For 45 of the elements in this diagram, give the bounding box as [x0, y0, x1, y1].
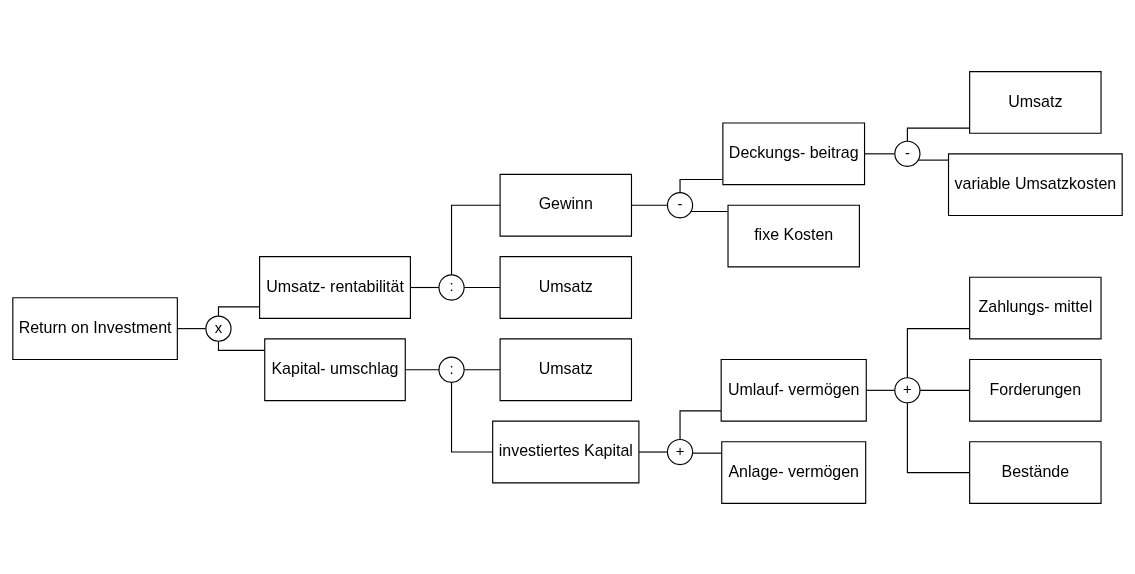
connector: [692, 452, 722, 454]
connector: [865, 389, 896, 391]
node-box: Forderungen: [969, 358, 1102, 422]
connector: [217, 340, 266, 351]
connector: [906, 127, 971, 142]
connector: [906, 327, 971, 378]
connector: [463, 286, 501, 288]
node-circle: x: [205, 315, 232, 342]
node-box: investiertes Kapital: [492, 420, 640, 483]
node-circle: -: [666, 191, 694, 218]
connector: [906, 402, 971, 473]
node-box: Umsatz: [499, 337, 633, 401]
connector: [679, 409, 722, 440]
node-box: Umsatz- rentabilität: [259, 255, 411, 319]
node-circle: :: [438, 356, 465, 383]
connector: [679, 178, 724, 193]
connector: [404, 368, 440, 370]
connector: [450, 204, 501, 275]
connector: [919, 389, 971, 391]
connector: [638, 450, 668, 453]
node-box: Bestände: [969, 440, 1102, 504]
connector: [864, 152, 896, 154]
node-circle: :: [438, 273, 465, 301]
node-box: variable Umsatzkosten: [947, 152, 1123, 216]
node-box: Deckungs- beitrag: [722, 121, 866, 185]
connector: [917, 159, 950, 161]
node-box: Return on Investment: [12, 296, 178, 360]
node-box: Umsatz: [499, 255, 633, 319]
connector: [690, 210, 729, 212]
node-box: fixe Kosten: [727, 204, 860, 267]
connector: [463, 368, 501, 370]
connector: [631, 204, 668, 206]
node-box: Umsatz: [969, 70, 1102, 134]
node-circle: +: [894, 376, 921, 403]
node-box: Kapital- umschlag: [264, 337, 406, 401]
node-box: Zahlungs- mittel: [969, 276, 1102, 339]
connector: [450, 381, 494, 453]
node-box: Anlage- vermögen: [721, 440, 867, 504]
connector: [409, 286, 440, 288]
node-circle: +: [666, 438, 694, 465]
connector: [217, 305, 261, 316]
node-circle: -: [894, 140, 921, 167]
node-box: Gewinn: [499, 173, 633, 237]
node-box: Umlauf- vermögen: [720, 358, 867, 422]
connector: [176, 327, 207, 329]
